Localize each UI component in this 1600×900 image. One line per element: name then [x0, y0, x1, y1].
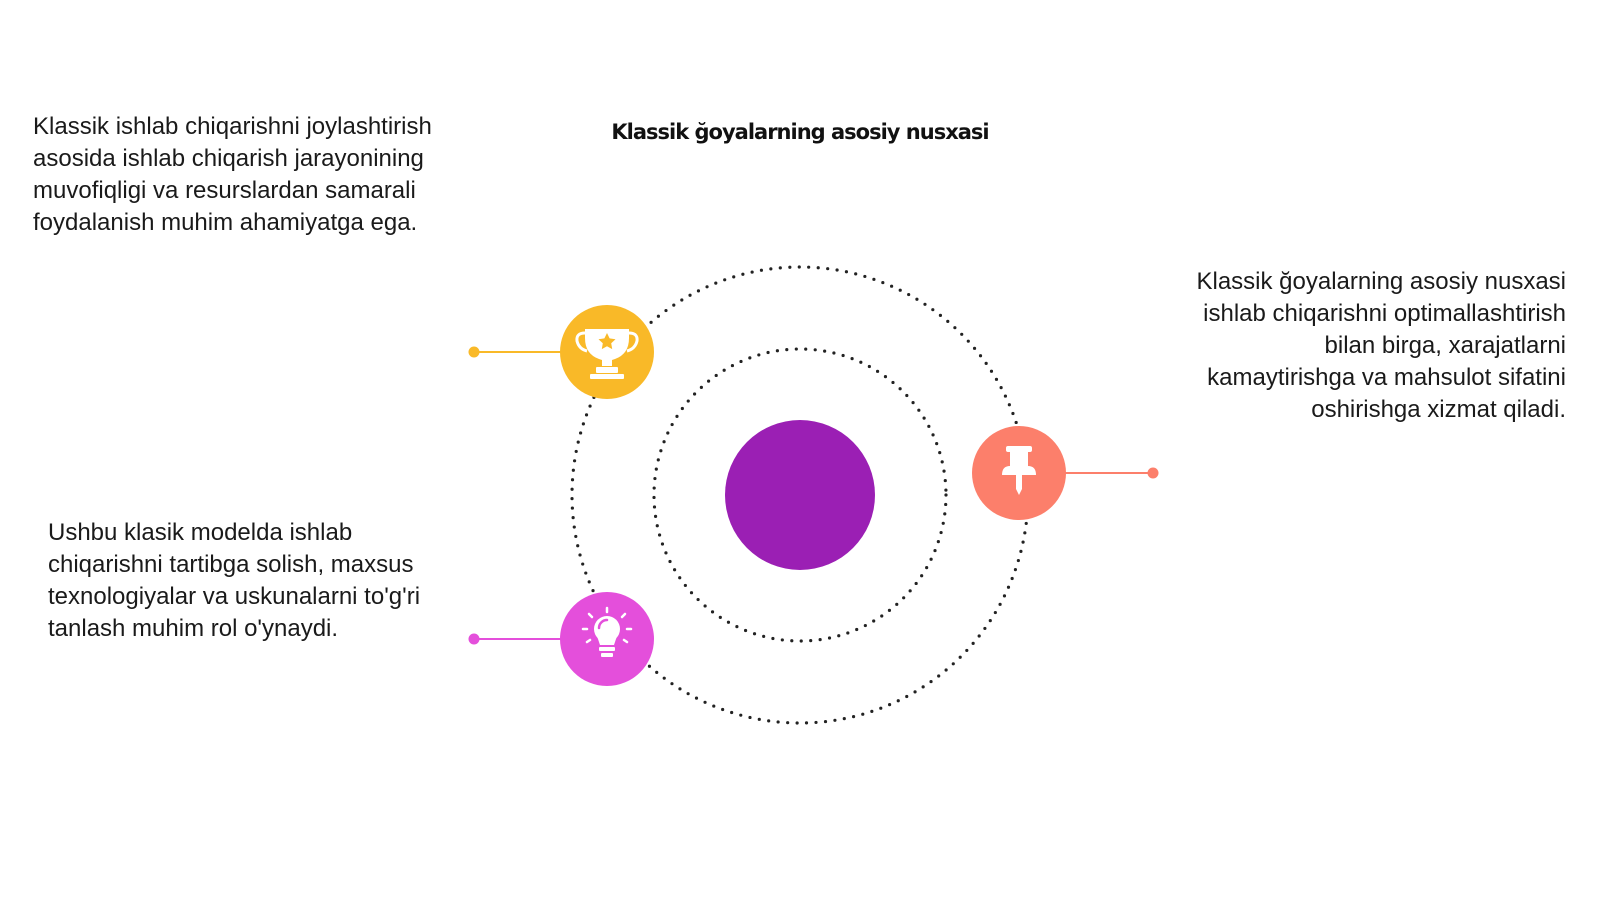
text-block-trophy: Klassik ishlab chiqarishni joylashtirish… [33, 113, 432, 236]
lightbulb-icon [581, 606, 633, 657]
text-block-lightbulb: Ushbu klasik modelda ishlab chiqarishni … [48, 519, 421, 642]
pushpin-icon [1002, 446, 1036, 495]
text-block-pushpin: Klassik ğoyalarning asosiy nusxasi ishla… [1196, 268, 1566, 423]
trophy-icon [575, 329, 639, 379]
inner-orbit [652, 347, 948, 643]
pushpin-connector [1064, 467, 1159, 479]
lightbulb-node [560, 592, 654, 686]
trophy-connector [468, 346, 562, 358]
trophy-node [560, 305, 654, 399]
lightbulb-connector [468, 633, 562, 645]
diagram-title: Klassik ğoyalarning asosiy nusxasi [611, 120, 989, 144]
pushpin-node [972, 426, 1066, 520]
center-circle [725, 420, 875, 570]
